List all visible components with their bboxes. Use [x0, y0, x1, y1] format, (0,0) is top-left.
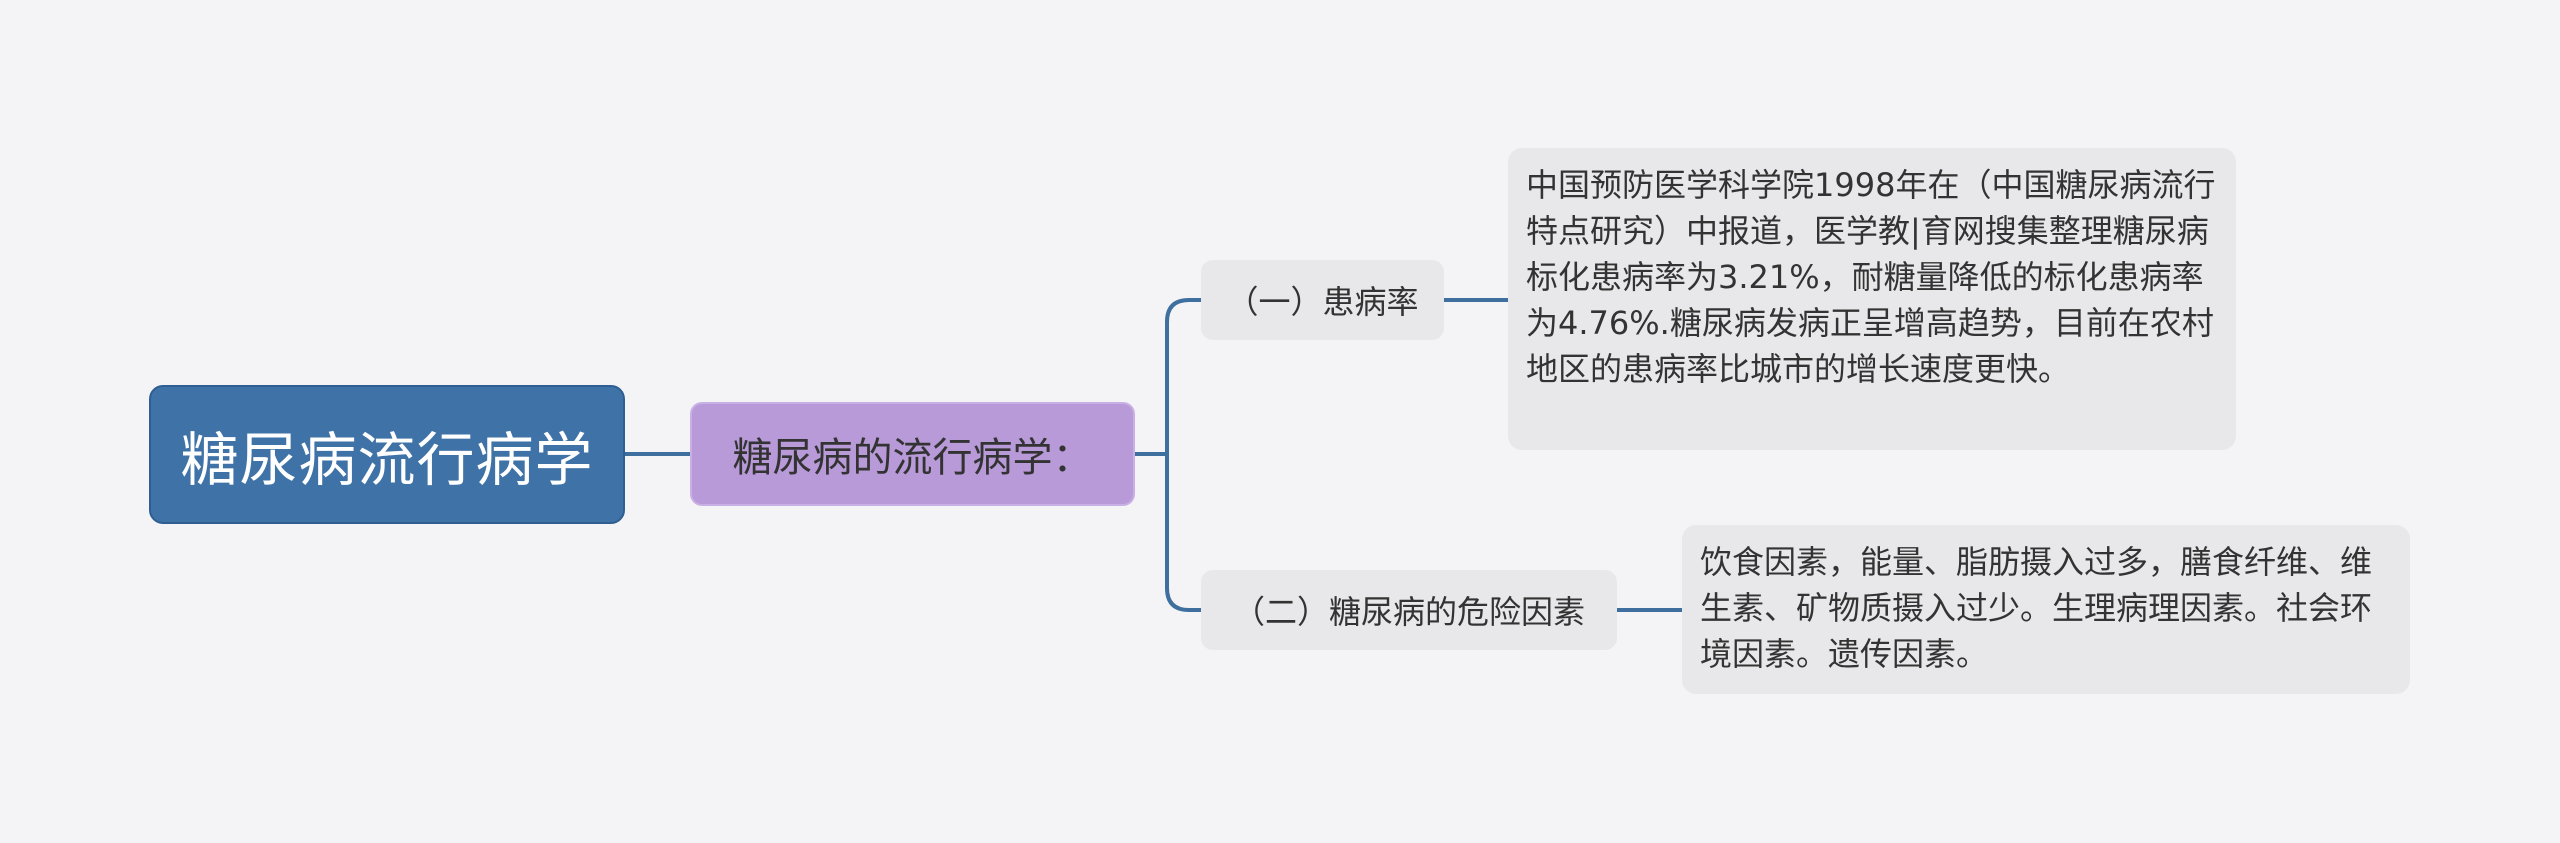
- branch-prevalence[interactable]: （一）患病率: [1201, 260, 1444, 340]
- edge-main-branch-2: [1165, 454, 1201, 612]
- edge-main-branch-1: [1165, 298, 1201, 454]
- prevalence-detail[interactable]: 中国预防医学科学院1998年在（中国糖尿病流行特点研究）中报道，医学教|育网搜集…: [1508, 148, 2236, 450]
- root-topic-label: 糖尿病流行病学: [180, 425, 594, 494]
- root-topic[interactable]: 糖尿病流行病学: [149, 385, 625, 524]
- risk-factors-detail[interactable]: 饮食因素，能量、脂肪摄入过多，膳食纤维、维生素、矿物质摄入过少。生理病理因素。社…: [1682, 525, 2410, 694]
- branch-risk-factors[interactable]: （二）糖尿病的危险因素: [1201, 570, 1617, 650]
- main-topic[interactable]: 糖尿病的流行病学：: [690, 402, 1135, 506]
- branch-prevalence-label: （一）患病率: [1226, 283, 1419, 321]
- main-topic-label: 糖尿病的流行病学：: [732, 435, 1093, 481]
- risk-factors-detail-text: 饮食因素，能量、脂肪摄入过多，膳食纤维、维生素、矿物质摄入过少。生理病理因素。社…: [1700, 543, 2373, 673]
- prevalence-detail-text: 中国预防医学科学院1998年在（中国糖尿病流行特点研究）中报道，医学教|育网搜集…: [1526, 166, 2216, 388]
- branch-risk-factors-label: （二）糖尿病的危险因素: [1232, 593, 1585, 631]
